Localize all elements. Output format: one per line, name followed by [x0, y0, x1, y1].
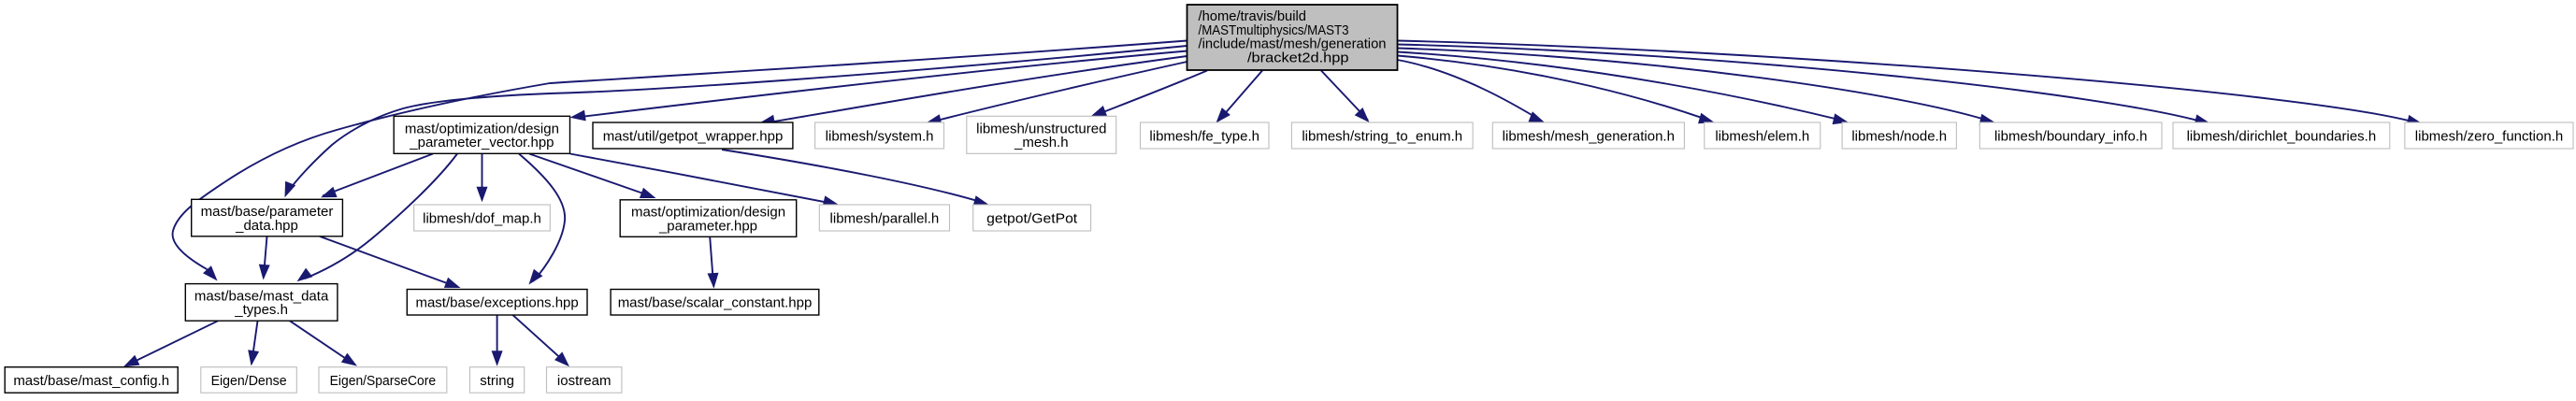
- svg-text:libmesh/string_to_enum.h: libmesh/string_to_enum.h: [1302, 128, 1462, 144]
- svg-text:mast/util/getpot_wrapper.hpp: mast/util/getpot_wrapper.hpp: [603, 128, 784, 144]
- svg-text:libmesh/dof_map.h: libmesh/dof_map.h: [423, 210, 541, 226]
- svg-text:mast/optimization/design: mast/optimization/design: [405, 121, 559, 136]
- svg-text:_types.h: _types.h: [234, 302, 288, 318]
- svg-text:libmesh/mesh_generation.h: libmesh/mesh_generation.h: [1503, 128, 1675, 144]
- svg-text:libmesh/parallel.h: libmesh/parallel.h: [830, 210, 940, 226]
- svg-text:mast/base/parameter: mast/base/parameter: [201, 204, 334, 220]
- svg-text:libmesh/unstructured: libmesh/unstructured: [976, 121, 1106, 136]
- svg-text:_mesh.h: _mesh.h: [1014, 135, 1069, 150]
- svg-text:libmesh/node.h: libmesh/node.h: [1851, 128, 1947, 144]
- svg-text:/bracket2d.hpp: /bracket2d.hpp: [1247, 50, 1349, 65]
- svg-text:Eigen/Dense: Eigen/Dense: [211, 373, 287, 389]
- svg-text:_parameter_vector.hpp: _parameter_vector.hpp: [409, 135, 554, 150]
- svg-text:/home/travis/build: /home/travis/build: [1199, 8, 1307, 24]
- svg-text:/MASTmultiphysics/MAST3: /MASTmultiphysics/MAST3: [1199, 22, 1349, 38]
- svg-text:mast/base/mast_config.h: mast/base/mast_config.h: [13, 373, 169, 389]
- svg-text:getpot/GetPot: getpot/GetPot: [986, 210, 1078, 226]
- svg-text:/include/mast/mesh/generation: /include/mast/mesh/generation: [1199, 36, 1387, 52]
- svg-text:libmesh/fe_type.h: libmesh/fe_type.h: [1149, 128, 1259, 144]
- svg-text:libmesh/dirichlet_boundaries.h: libmesh/dirichlet_boundaries.h: [2187, 128, 2377, 144]
- svg-text:iostream: iostream: [557, 373, 612, 389]
- svg-text:mast/base/mast_data: mast/base/mast_data: [194, 288, 329, 304]
- svg-text:mast/optimization/design: mast/optimization/design: [631, 205, 785, 221]
- svg-text:_data.hpp: _data.hpp: [235, 218, 298, 234]
- svg-text:mast/base/scalar_constant.hpp: mast/base/scalar_constant.hpp: [618, 295, 813, 311]
- svg-text:libmesh/system.h: libmesh/system.h: [826, 128, 934, 144]
- svg-text:libmesh/boundary_info.h: libmesh/boundary_info.h: [1994, 128, 2147, 144]
- svg-text:Eigen/SparseCore: Eigen/SparseCore: [330, 373, 437, 389]
- svg-text:libmesh/zero_function.h: libmesh/zero_function.h: [2415, 128, 2563, 144]
- svg-text:libmesh/elem.h: libmesh/elem.h: [1715, 128, 1809, 144]
- svg-text:mast/base/exceptions.hpp: mast/base/exceptions.hpp: [415, 295, 578, 311]
- svg-text:_parameter.hpp: _parameter.hpp: [658, 218, 757, 234]
- svg-text:string: string: [480, 373, 514, 389]
